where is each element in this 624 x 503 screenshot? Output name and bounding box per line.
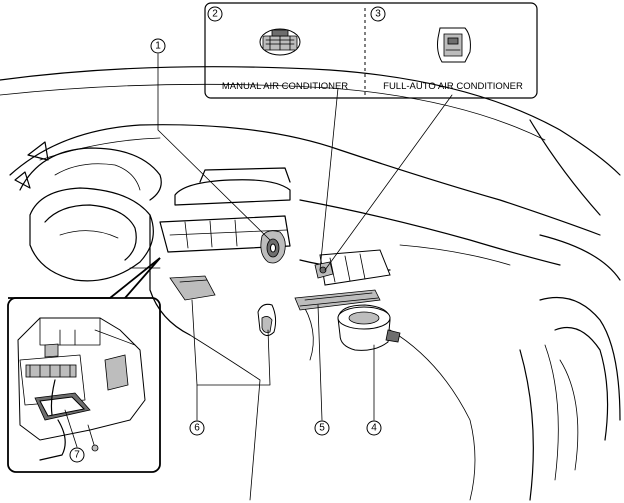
callout-4-number: 4 (371, 423, 377, 434)
manual-ac-label: MANUAL AIR CONDITIONER (222, 81, 348, 92)
callout-1-number: 1 (155, 41, 161, 52)
callout-2: 2 (207, 6, 223, 22)
callout-3-number: 3 (375, 9, 381, 20)
callout-4: 4 (366, 420, 382, 436)
variant-box: MANUAL AIR CONDITIONER FULL-AUTO AIR CON… (204, 2, 538, 99)
callout-3: 3 (370, 6, 386, 22)
callout-6: 6 (189, 420, 205, 436)
leader-lines (64, 53, 453, 448)
callout-5: 5 (314, 420, 330, 436)
component-1-actuator (260, 230, 286, 264)
manual-control-illustration (259, 28, 301, 56)
component-blower-area (294, 249, 401, 351)
dashboard-outline (0, 66, 621, 501)
callout-7: 7 (69, 447, 85, 463)
callout-7-number: 7 (74, 450, 80, 461)
fullauto-control-illustration (437, 27, 471, 63)
callout-2-number: 2 (212, 9, 218, 20)
inset-heater-unit (7, 257, 161, 473)
callout-6-number: 6 (194, 423, 200, 434)
callout-1: 1 (150, 38, 166, 54)
callout-5-number: 5 (319, 423, 325, 434)
component-6-parts (169, 275, 277, 336)
fullauto-ac-label: FULL-AUTO AIR CONDITIONER (383, 81, 523, 92)
